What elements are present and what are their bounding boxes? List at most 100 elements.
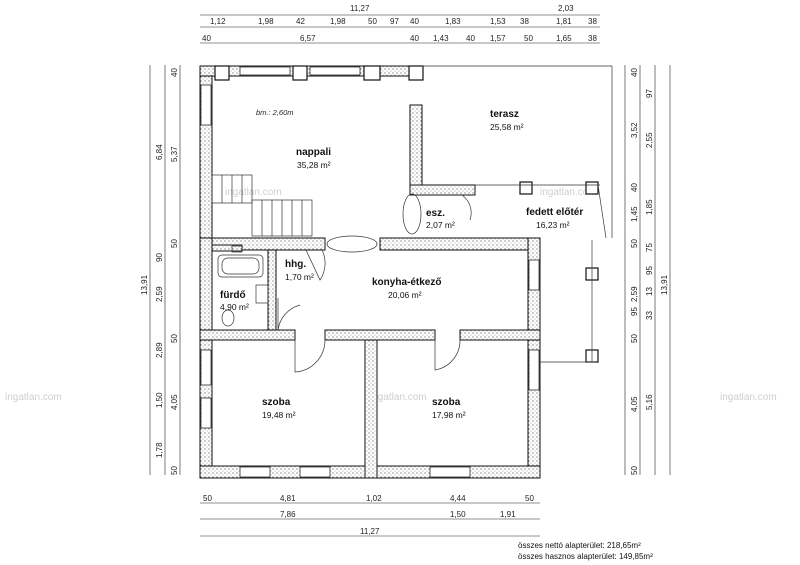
svg-text:1,83: 1,83 [445,17,461,26]
svg-text:40: 40 [410,34,419,43]
svg-text:50: 50 [630,466,639,475]
svg-text:2,59: 2,59 [630,286,639,302]
svg-text:6,84: 6,84 [155,144,164,160]
room-name-esz: esz. [426,208,445,219]
svg-text:4,44: 4,44 [450,494,466,503]
svg-text:5,37: 5,37 [170,146,179,162]
svg-text:38: 38 [588,17,597,26]
top-dimensions: 11,27 2,03 1,12 1,98 42 1,98 50 97 40 1,… [200,4,600,44]
room-area-terasz: 25,58 m² [490,122,524,132]
room-area-furdo: 4,90 m² [220,302,249,312]
room-name-terasz: terasz [490,109,519,120]
svg-text:40: 40 [202,34,211,43]
room-area-hhg: 1,70 m² [285,272,314,282]
svg-text:38: 38 [520,17,529,26]
svg-text:1,53: 1,53 [490,17,506,26]
watermark: ingatlan.com [540,187,597,198]
svg-text:95: 95 [630,307,639,316]
svg-text:1,02: 1,02 [366,494,382,503]
svg-text:40: 40 [410,17,419,26]
summary-useful-area: összes hasznos alapterület: 149,85m² [518,552,653,561]
watermark: ingatlan.com [225,187,282,198]
svg-text:50: 50 [524,34,533,43]
svg-text:50: 50 [525,494,534,503]
svg-text:11,27: 11,27 [350,4,370,13]
watermark: ingatlan.com [720,392,777,403]
svg-text:5,16: 5,16 [645,394,654,410]
svg-text:50: 50 [630,239,639,248]
svg-text:40: 40 [170,68,179,77]
svg-text:2,89: 2,89 [155,342,164,358]
doors [277,193,472,373]
svg-text:50: 50 [630,334,639,343]
svg-text:33: 33 [645,311,654,320]
room-area-szoba-1: 19,48 m² [262,410,296,420]
room-name-furdo: fürdő [220,290,246,301]
svg-text:50: 50 [170,239,179,248]
svg-text:40: 40 [466,34,475,43]
svg-text:6,57: 6,57 [300,34,316,43]
room-name-szoba-2: szoba [432,397,461,408]
room-area-konyha: 20,06 m² [388,290,422,300]
svg-text:1,78: 1,78 [155,442,164,458]
svg-text:97: 97 [390,17,399,26]
svg-text:1,65: 1,65 [556,34,572,43]
svg-text:11,27: 11,27 [360,527,380,536]
svg-text:97: 97 [645,89,654,98]
svg-text:1,57: 1,57 [490,34,506,43]
svg-text:50: 50 [170,334,179,343]
room-area-nappali: 35,28 m² [297,160,331,170]
svg-text:1,50: 1,50 [155,392,164,408]
svg-text:1,98: 1,98 [258,17,274,26]
watermark: ingatlan.com [370,392,427,403]
svg-text:50: 50 [203,494,212,503]
svg-text:1,50: 1,50 [450,510,466,519]
room-name-nappali: nappali [296,147,331,158]
stairs [211,174,313,237]
ceiling-height-note: bm.: 2,60m [256,108,294,117]
svg-text:7,86: 7,86 [280,510,296,519]
room-area-szoba-2: 17,98 m² [432,410,466,420]
svg-text:4,81: 4,81 [280,494,296,503]
svg-text:1,45: 1,45 [630,206,639,222]
pillars [214,65,599,363]
svg-text:1,81: 1,81 [556,17,572,26]
room-name-szoba-1: szoba [262,397,291,408]
svg-text:1,91: 1,91 [500,510,516,519]
svg-text:90: 90 [155,253,164,262]
svg-text:50: 50 [368,17,377,26]
terrace-outline [422,65,613,363]
svg-text:1,98: 1,98 [330,17,346,26]
room-name-fedett: fedett előtér [526,207,583,218]
walls [199,65,541,479]
svg-text:2,55: 2,55 [645,132,654,148]
svg-text:1,12: 1,12 [210,17,226,26]
svg-text:3,52: 3,52 [630,122,639,138]
summary-net-area: összes nettó alapterület: 218,65m² [518,541,641,550]
svg-text:42: 42 [296,17,305,26]
svg-text:40: 40 [630,183,639,192]
svg-text:38: 38 [588,34,597,43]
svg-text:13,91: 13,91 [140,274,149,295]
svg-text:50: 50 [170,466,179,475]
svg-text:4,05: 4,05 [630,396,639,412]
svg-text:95: 95 [645,266,654,275]
room-name-konyha: konyha-étkező [372,277,441,288]
svg-text:1,85: 1,85 [645,199,654,215]
svg-text:4,05: 4,05 [170,394,179,410]
watermark: ingatlan.com [5,392,62,403]
room-area-fedett: 16,23 m² [536,220,570,230]
svg-text:40: 40 [630,68,639,77]
room-area-esz: 2,07 m² [426,220,455,230]
svg-text:75: 75 [645,243,654,252]
svg-text:13,91: 13,91 [660,274,669,295]
svg-text:2,03: 2,03 [558,4,574,13]
room-name-hhg: hhg. [285,259,306,270]
right-dimensions: 40 97 3,52 40 1,45 50 95 95 50 50 2,55 1… [624,65,671,475]
svg-text:1,43: 1,43 [433,34,449,43]
bathroom-fixtures [217,245,269,327]
svg-text:13: 13 [645,287,654,296]
svg-text:2,59: 2,59 [155,286,164,302]
bottom-dimensions: 50 4,81 1,02 4,44 50 7,86 1,50 1,91 11,2… [200,494,540,537]
